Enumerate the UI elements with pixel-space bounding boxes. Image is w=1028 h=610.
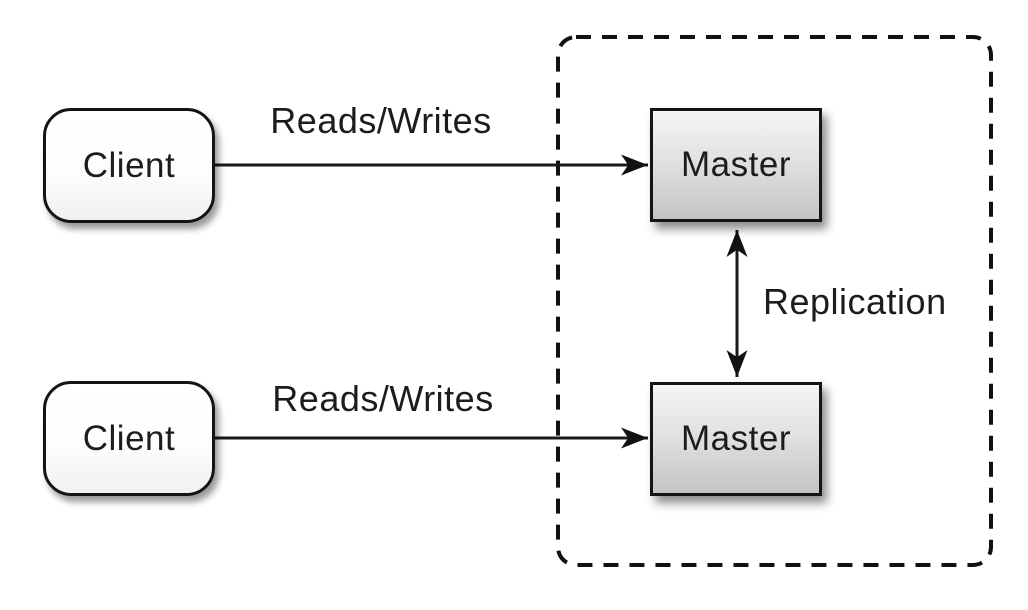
replication-label: Replication [763,281,947,322]
master-node-bottom-label: Master [681,419,791,458]
replication-group-boundary [556,35,993,567]
master-node-bottom: Master [650,382,822,496]
reads-writes-label-top: Reads/Writes [270,100,492,141]
master-node-top-label: Master [681,145,791,184]
client-node-bottom: Client [43,381,215,496]
client-node-bottom-label: Client [82,418,176,458]
master-node-top: Master [650,108,822,222]
client-node-top: Client [43,108,215,223]
client-node-top-label: Client [82,145,176,185]
reads-writes-label-bottom: Reads/Writes [272,378,494,419]
